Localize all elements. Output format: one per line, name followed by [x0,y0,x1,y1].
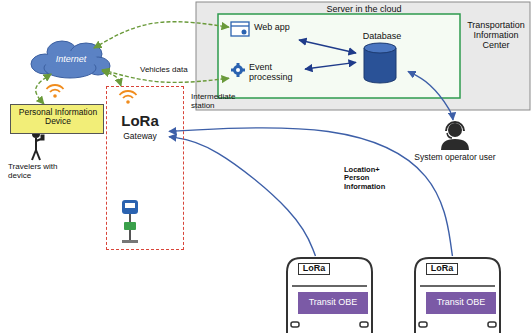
server-box: Server in the cloudTransportation Inform… [196,2,532,110]
node-text: System operator user [405,153,505,162]
connector [102,71,121,86]
node-text: LoRa [113,113,167,130]
annotation-label: Location+ Person Information [344,166,394,191]
node-text: Event processing [249,63,303,83]
database-box: Database [356,29,408,89]
server-ground [196,2,530,110]
connector [305,62,356,69]
info-device-box: Personal Information Device [10,104,104,134]
node-text: Transportation Information Center [464,21,528,51]
intermediate-station-box: Intermediate stationLoRaGateway [106,86,184,250]
node-text: Server in the cloud [197,5,531,15]
bus-windshield [291,286,496,327]
wifi-icon [120,91,137,104]
node-text: Transit OBE [426,292,496,314]
bus-stop-icon [122,200,138,243]
connector [299,40,356,53]
annotation-label: Travelers with device [8,163,80,181]
lora-gateway-box: LoRaGateway [111,111,169,155]
connector [94,22,229,48]
internet-cloud-box: Internet [40,48,102,74]
node-text: Intermediate station [191,93,249,111]
connector [169,128,452,256]
internet-cloud [31,41,110,78]
database-cylinder [364,43,396,83]
node-text: LoRa [426,263,458,275]
web-app-icon [231,22,249,36]
node-text: Web app [254,23,296,33]
gear-icon [231,63,245,77]
bus-obe-box: LoRaTransit OBE [415,256,501,333]
bus-obe-box: LoRaTransit OBE [287,256,373,333]
web-app-box: Web app [229,19,299,45]
traveler-figure [32,131,44,160]
annotation-label: Vehicles data [140,66,200,75]
connector [408,71,453,120]
node-text: LoRa [298,263,330,275]
node-text: Database [358,32,406,42]
connector [169,137,315,256]
event-processing-box: Event processing [229,59,305,89]
operator-box: System operator user [405,120,507,170]
operator-figure [441,122,469,150]
connector [36,74,52,104]
node-text: Personal Information Device [14,108,102,127]
node-text: Internet [42,55,100,65]
green-panel [218,14,460,98]
wifi-icon [47,85,64,98]
bus-outline [287,258,500,333]
node-text: Transit OBE [298,292,368,314]
node-text: Gateway [113,132,167,141]
